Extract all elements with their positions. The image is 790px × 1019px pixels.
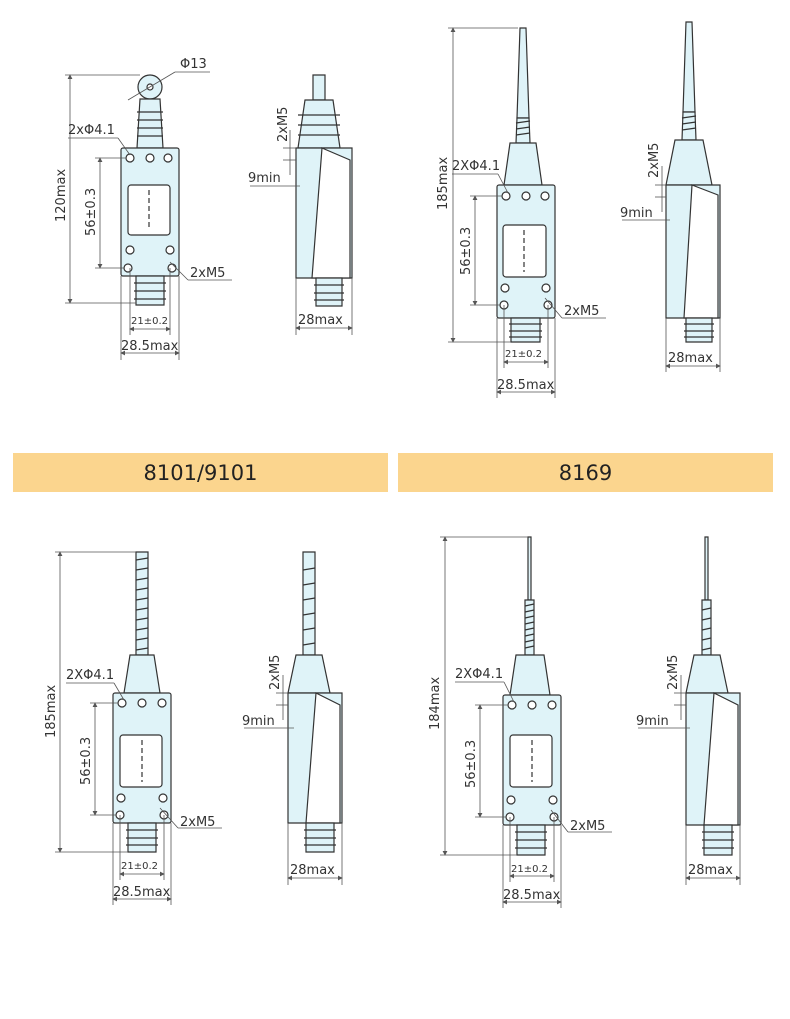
roller-actuator (136, 98, 164, 149)
spring-side-view (287, 551, 343, 853)
roller-side-view (295, 74, 353, 307)
spring-side-thread-label: 2xM5 (268, 655, 283, 690)
spring-width-label: 28.5max (113, 885, 171, 900)
model-label-bar-left: 8101/9101 (13, 453, 388, 492)
roller-side-width-label: 28max (298, 313, 343, 328)
spring-side-min-label: 9min (242, 714, 275, 729)
roller-height-label: 120max (54, 169, 69, 222)
roller-front-dims (65, 71, 232, 360)
rod-pitch-label: 56±0.3 (459, 227, 474, 275)
model-label-bar-right: 8169 (398, 453, 773, 492)
spring-side-dims (244, 675, 343, 885)
roller-front-view (120, 74, 180, 306)
spring-span-label: 21±0.2 (121, 861, 158, 872)
spring-height-label: 185max (44, 685, 59, 738)
wire-front-dims (440, 536, 612, 908)
wire-side-thread-label: 2xM5 (666, 655, 681, 690)
roller-span-label: 21±0.2 (131, 316, 168, 327)
rod-front-dims (448, 27, 606, 398)
rod-thread-label: 2xM5 (564, 304, 599, 319)
spring-pitch-label: 56±0.3 (79, 737, 94, 785)
wire-actuator (527, 536, 532, 601)
rod-side-dims (622, 166, 721, 372)
roller-thread-label: 2xM5 (190, 266, 225, 281)
wire-front-view (502, 536, 562, 856)
wire-thread-label: 2xM5 (570, 819, 605, 834)
spring-hole-label: 2XΦ4.1 (66, 668, 114, 683)
rod-hole-label: 2XΦ4.1 (452, 159, 500, 174)
roller-hole-label: 2xΦ4.1 (68, 123, 115, 138)
rod-actuator (516, 27, 530, 119)
spring-side-width-label: 28max (290, 863, 335, 878)
spring-front-view (112, 551, 172, 853)
rod-side-min-label: 9min (620, 206, 653, 221)
roller-pitch-label: 56±0.3 (84, 188, 99, 236)
model-label-left: 8101/9101 (143, 460, 258, 485)
wire-height-label: 184max (428, 677, 443, 730)
roller-side-dims (250, 130, 353, 335)
wire-side-dims (638, 675, 741, 885)
wire-width-label: 28.5max (503, 888, 561, 903)
wire-hole-label: 2XΦ4.1 (455, 667, 503, 682)
rod-span-label: 21±0.2 (505, 349, 542, 360)
wire-side-min-label: 9min (636, 714, 669, 729)
rod-side-view (665, 21, 721, 343)
roller-width-label: 28.5max (121, 339, 179, 354)
rod-width-label: 28.5max (497, 378, 555, 393)
rod-side-thread-label: 2xM5 (647, 143, 662, 178)
roller-diam-label: Φ13 (180, 57, 207, 72)
wire-pitch-label: 56±0.3 (464, 740, 479, 788)
wire-span-label: 21±0.2 (511, 864, 548, 875)
roller-side-min-label: 9min (248, 171, 281, 186)
spring-thread-label: 2xM5 (180, 815, 215, 830)
model-label-right: 8169 (558, 460, 613, 485)
wire-side-view (685, 536, 741, 856)
rod-height-label: 185max (436, 157, 451, 210)
rod-front-view (496, 27, 556, 343)
rod-side-width-label: 28max (668, 351, 713, 366)
spring-front-dims (55, 551, 222, 905)
wire-side-width-label: 28max (688, 863, 733, 878)
roller-side-thread-label: 2xM5 (276, 107, 291, 142)
